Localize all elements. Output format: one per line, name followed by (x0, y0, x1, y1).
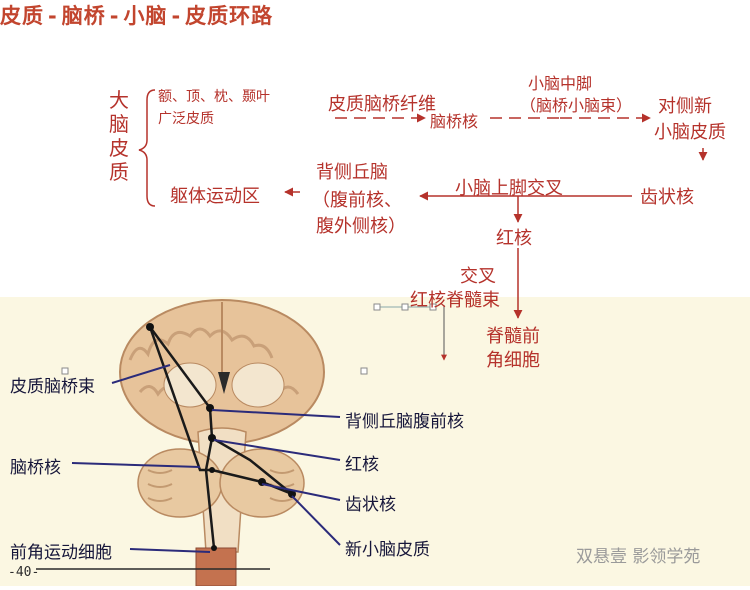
cortex-brace (138, 89, 156, 207)
label-leaders (71, 364, 341, 553)
anterior-horn-line1: 脊髓前 (486, 326, 540, 347)
pontine-nuclei: 脑桥核 (430, 112, 479, 131)
scp-decussation: 小脑上脚交叉 (455, 178, 563, 199)
rubrospinal-tract: 红核脊髓束 (410, 290, 500, 311)
title-sep-2: - (109, 4, 120, 28)
anterior-horn-line2: 角细胞 (486, 350, 540, 371)
corticopontine-fiber: 皮质脑桥纤维 (328, 94, 436, 115)
red-nucleus-flow: 红核 (496, 228, 532, 249)
brain-panel (0, 297, 750, 587)
cortex-char-4: 质 (109, 160, 129, 184)
lobes-line2: 广泛皮质 (158, 111, 214, 127)
thalamus-line2: （腹前核、 (312, 190, 402, 211)
label-corticopontine-tract: 皮质脑桥束 (10, 377, 95, 397)
selection-handles (61, 303, 437, 375)
cortex-char-3: 皮 (109, 136, 129, 160)
mcp-line2: （脑桥小脑束） (520, 96, 633, 115)
dentate-nucleus: 齿状核 (640, 187, 694, 208)
label-neocerebellar-cortex: 新小脑皮质 (345, 540, 430, 560)
page-number: -40- (8, 565, 40, 580)
label-anterior-horn: 前角运动细胞 (10, 543, 112, 563)
title-sep-1: - (48, 4, 58, 28)
title-part-1: 皮质 (0, 4, 44, 28)
title-sep-3: - (171, 4, 182, 28)
thalamus-line1: 背侧丘脑 (316, 162, 388, 183)
contra-neocortex-line1: 对侧新 (658, 96, 712, 117)
contra-neocortex-line2: 小脑皮质 (654, 122, 726, 143)
cortex-char-1: 大 (109, 88, 129, 112)
pathway-dots (146, 323, 296, 551)
brain-illustration (119, 299, 325, 587)
title-part-4: 皮质环路 (185, 4, 274, 28)
label-dentate: 齿状核 (345, 495, 396, 515)
cortex-char-2: 脑 (109, 112, 129, 136)
motor-area: 躯体运动区 (170, 186, 260, 207)
label-pontine-nuclei: 脑桥核 (10, 458, 61, 478)
watermark: 双悬壹 影领学苑 (576, 547, 701, 567)
mcp-line1: 小脑中脚 (528, 74, 593, 93)
label-thalamus-va: 背侧丘脑腹前核 (345, 412, 464, 432)
title-part-3: 小脑 (123, 4, 168, 28)
cortex-vertical-label: 大 脑 皮 质 (108, 88, 130, 184)
lobes-line1: 额、顶、枕、颞叶 (158, 89, 270, 105)
label-red-nucleus: 红核 (345, 455, 379, 475)
thalamus-line3: 腹外侧核） (316, 216, 406, 237)
decussation: 交叉 (460, 266, 496, 287)
title-part-2: 脑桥 (61, 4, 106, 28)
page-title: 皮质-脑桥-小脑-皮质环路 (0, 0, 750, 30)
cerebrum (119, 299, 325, 445)
